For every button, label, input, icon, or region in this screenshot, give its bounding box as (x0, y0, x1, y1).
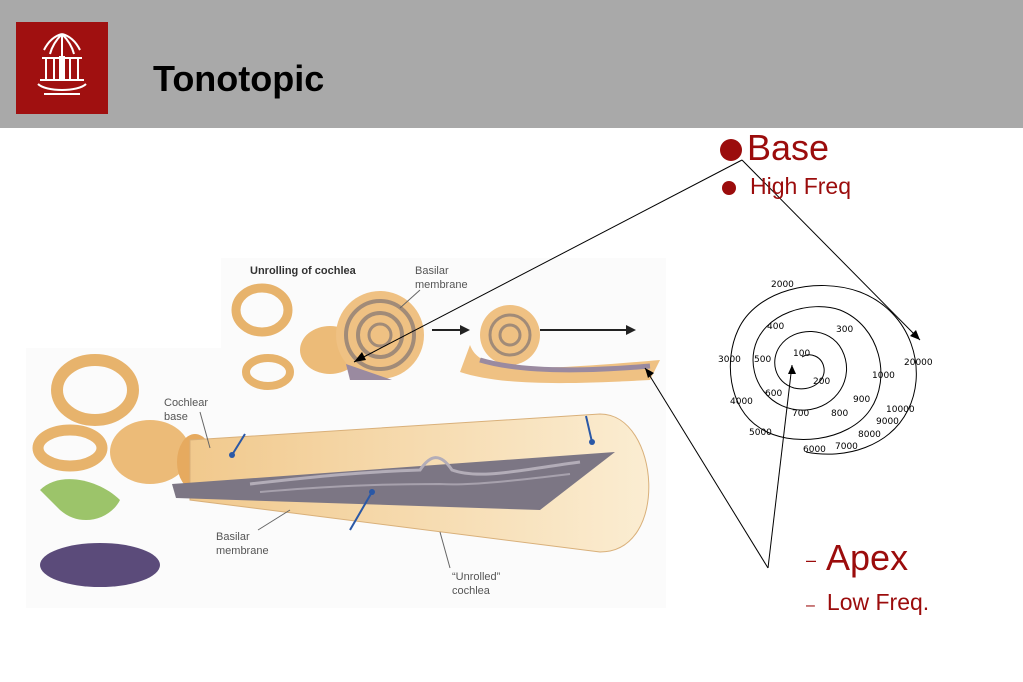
spiral-label: 800 (831, 409, 848, 419)
spiral-label: 900 (853, 395, 870, 405)
bullet-dash: – (806, 550, 817, 571)
spiral-label: 10000 (886, 405, 915, 415)
palmetto-tree-icon (37, 33, 87, 95)
spiral-label: 300 (836, 325, 853, 335)
spiral-label: 2000 (771, 280, 794, 290)
spiral-label: 5000 (749, 428, 772, 438)
unrolled-label-1: “Unrolled” (452, 571, 501, 583)
bullet-apex-text: Apex (826, 537, 909, 578)
spiral-label: 100 (793, 349, 810, 359)
bullet-dot-icon (720, 139, 742, 162)
title-bar (0, 0, 1023, 128)
frequency-spiral (729, 285, 917, 455)
spiral-frequency-labels: 2000 400 300 3000 500 100 20000 200 1000… (718, 280, 933, 455)
spiral-label: 9000 (876, 417, 899, 427)
spiral-label: 400 (767, 322, 784, 332)
spiral-label: 7000 (835, 442, 858, 452)
basilar-bottom-label-2: membrane (216, 545, 269, 557)
inner-ear-top (231, 283, 424, 390)
spiral-label: 1000 (872, 371, 895, 381)
basilar-top-label-1: Basilar (415, 265, 449, 277)
cochlear-base-label-2: base (164, 411, 188, 423)
bullet-low-freq: –Low Freq. (806, 588, 929, 620)
cochlear-base-label-1: Cochlear (164, 397, 208, 409)
pointer-arrows (353, 159, 921, 569)
figure-heading: Unrolling of cochlea (250, 265, 357, 277)
bullet-high-freq: High Freq (722, 172, 851, 200)
spiral-label: 6000 (803, 445, 826, 455)
bullet-apex: –Apex (806, 538, 908, 580)
bullet-base-text: Base (747, 127, 830, 168)
unroll-arrows (432, 325, 636, 335)
partially-unrolled-cochlea (460, 305, 660, 384)
arrowheads (354, 330, 920, 378)
bullet-base: Base (720, 128, 829, 168)
basilar-bottom-label-1: Basilar (216, 531, 250, 543)
spiral-label: 200 (813, 377, 830, 387)
bullet-low-freq-text: Low Freq. (826, 589, 930, 615)
spiral-label: 8000 (858, 430, 881, 440)
unrolled-label-2: cochlea (452, 585, 491, 597)
spiral-label: 20000 (904, 358, 933, 368)
spiral-label: 3000 (718, 355, 741, 365)
bullet-dot-icon (722, 180, 736, 195)
spiral-label: 4000 (730, 397, 753, 407)
basilar-top-label-2: membrane (415, 279, 468, 291)
spiral-label: 500 (754, 355, 771, 365)
spiral-label: 700 (792, 409, 809, 419)
bullet-high-freq-text: High Freq (750, 173, 851, 199)
slide-title: Tonotopic (153, 58, 325, 99)
spiral-label: 600 (765, 389, 782, 399)
unrolled-cochlea-tube (172, 413, 650, 553)
university-seal-logo (16, 22, 108, 114)
bullet-dash: – (806, 597, 815, 614)
